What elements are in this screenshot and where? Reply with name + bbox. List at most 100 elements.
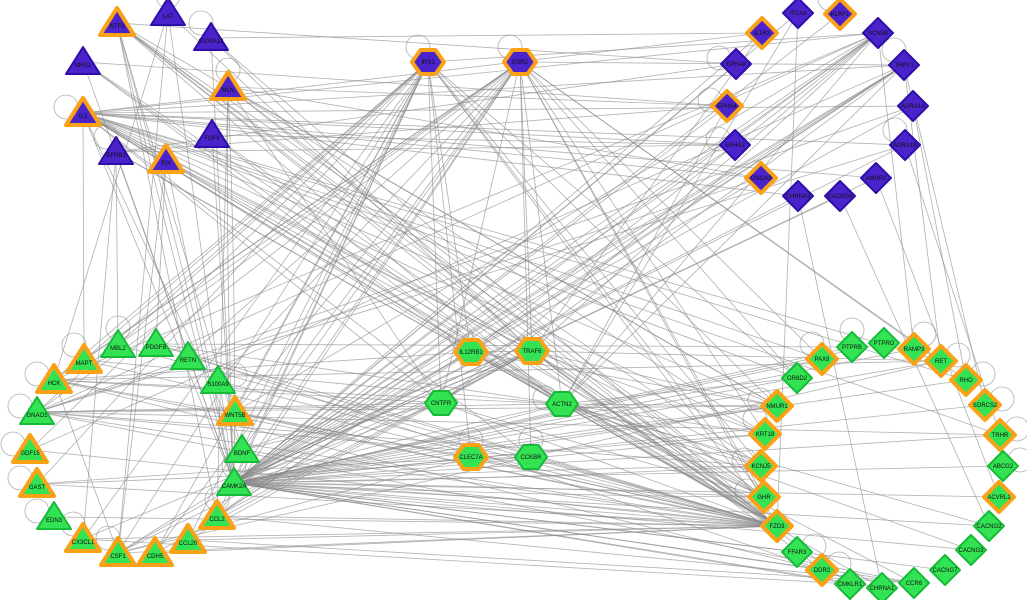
edge-GNAO1-NMUR1[interactable] <box>36 405 778 413</box>
node-FIX[interactable]: FIX <box>147 143 185 174</box>
edge-EDN3-FZD3[interactable] <box>53 516 778 527</box>
edge-ACTN2-MAPT[interactable] <box>83 359 563 405</box>
node-ADRA1B[interactable]: ADRA1B <box>889 129 921 161</box>
node-PAX8[interactable]: PAX8 <box>805 342 839 376</box>
edge-NTF3-EPHA8[interactable] <box>116 22 737 65</box>
edge-ESR2-CCL2[interactable] <box>216 61 521 517</box>
node-shape-triangle[interactable] <box>194 119 230 148</box>
edge-CAMK2A-RET[interactable] <box>233 360 942 484</box>
node-shape-triangle[interactable] <box>136 536 174 567</box>
edge-CAMK2A-RHO[interactable] <box>233 379 967 484</box>
node-shape-diamond[interactable] <box>973 510 1005 542</box>
edge-TRAF6-NMUR1[interactable] <box>531 350 778 407</box>
node-shape-hexagon[interactable] <box>453 443 489 471</box>
node-shape-diamond[interactable] <box>866 572 898 600</box>
edge-IL3-CHRNA3[interactable] <box>82 112 799 197</box>
node-KLRF1[interactable]: KLRF1 <box>823 0 857 31</box>
node-PTPRB[interactable]: PTPRB <box>836 331 868 363</box>
edge-ACTN2-HCK[interactable] <box>53 379 563 405</box>
node-shape-triangle[interactable] <box>169 523 207 554</box>
edge-MLN-GHR[interactable] <box>227 86 765 498</box>
node-shape-diamond[interactable] <box>898 567 930 599</box>
edge-TRPV1-GDF15[interactable] <box>29 64 905 451</box>
node-PDGFB[interactable]: PDGFB <box>138 328 174 357</box>
edge-CNTFR-GHR[interactable] <box>440 402 765 498</box>
edge-CLEC7A-CSF1[interactable] <box>117 456 472 554</box>
node-CACNG7[interactable]: CACNG7 <box>929 554 961 586</box>
edge-ESR2-GHR[interactable] <box>519 61 765 498</box>
node-shape-hexagon[interactable] <box>410 48 446 76</box>
edge-BDNF-FZD3[interactable] <box>241 449 778 527</box>
edge-MBL2-FZD3[interactable] <box>117 344 778 527</box>
node-PTPRO[interactable]: PTPRO <box>868 327 900 359</box>
node-shape-triangle[interactable] <box>11 433 49 464</box>
node-shape-diamond[interactable] <box>805 342 839 376</box>
edge-FGF8-EPHA3[interactable] <box>211 134 736 146</box>
edge-TRAF6-BDNF[interactable] <box>241 350 533 451</box>
edge-ITGA8-FZD3[interactable] <box>776 12 799 527</box>
node-shape-triangle[interactable] <box>36 501 72 530</box>
node-shape-triangle[interactable] <box>200 365 236 394</box>
node-shape-hexagon[interactable] <box>424 390 458 416</box>
edge-IL3-TRHR[interactable] <box>82 112 1001 436</box>
node-CSF1[interactable]: CSF1 <box>99 536 137 567</box>
edge-ITGA8-ACTN2[interactable] <box>561 12 799 405</box>
node-GDF15[interactable]: GDF15 <box>11 433 49 464</box>
edge-CSF1-FZD3[interactable] <box>117 525 778 554</box>
edge-HCK-CSF1[interactable] <box>53 379 119 554</box>
node-shape-diamond[interactable] <box>805 553 839 587</box>
edge-TRAF6-RET[interactable] <box>531 350 942 362</box>
node-shape-diamond[interactable] <box>968 388 1002 422</box>
node-shape-diamond[interactable] <box>823 0 857 31</box>
node-shape-triangle[interactable] <box>19 396 55 425</box>
node-shape-diamond[interactable] <box>862 17 894 49</box>
edge-SCN3B-WNT5B[interactable] <box>234 32 879 413</box>
edge-EPHA4-ACTN2[interactable] <box>561 105 728 405</box>
edge-TRPV1-CNTFR[interactable] <box>440 64 905 404</box>
node-EPHA3[interactable]: EPHA3 <box>719 129 751 161</box>
edge-IRS1-WNT5B[interactable] <box>234 61 429 413</box>
edge-EPHA8-CAMK2A[interactable] <box>233 63 737 484</box>
edge-IL3-CCKBR[interactable] <box>82 112 532 458</box>
node-CAMK2A[interactable]: CAMK2A <box>216 467 252 496</box>
node-CNGA3[interactable]: CNGA3 <box>744 161 778 195</box>
node-shape-triangle[interactable] <box>98 6 136 37</box>
edge-CAMK2A-KRT18[interactable] <box>233 433 766 484</box>
edge-ESR2-TRPV1[interactable] <box>519 61 905 66</box>
edge-ACTN2-CAMK2A[interactable] <box>233 403 563 484</box>
node-MLN[interactable]: MLN <box>209 70 247 101</box>
node-CCL2[interactable]: CCL2 <box>198 499 236 530</box>
edge-HCK-DDR2[interactable] <box>53 379 823 571</box>
edge-ACTN2-GNAO1[interactable] <box>36 403 563 413</box>
edge-CNTFR-FZD3[interactable] <box>440 402 778 527</box>
node-shape-diamond[interactable] <box>982 480 1016 514</box>
node-shape-triangle[interactable] <box>209 70 247 101</box>
edge-IRS1-CAMK2A[interactable] <box>233 61 429 484</box>
node-shape-diamond[interactable] <box>745 16 779 50</box>
node-ITGA8[interactable]: ITGA8 <box>782 0 814 29</box>
edge-S100A12-IL1R2[interactable] <box>210 32 763 39</box>
node-shape-diamond[interactable] <box>924 344 958 378</box>
node-shape-diamond[interactable] <box>744 449 778 483</box>
node-NMUR1[interactable]: NMUR1 <box>760 389 794 423</box>
node-RAMP3[interactable]: RAMP3 <box>897 332 931 366</box>
node-TRHR[interactable]: TRHR <box>983 418 1017 452</box>
node-MBL2[interactable]: MBL2 <box>100 329 136 358</box>
node-RET[interactable]: RET <box>924 344 958 378</box>
node-shape-triangle[interactable] <box>99 536 137 567</box>
node-CCR6[interactable]: CCR6 <box>898 567 930 599</box>
edge-NTF3-KCNJ5[interactable] <box>116 22 762 467</box>
edge-NTF3-ACTN2[interactable] <box>116 22 563 405</box>
node-shape-triangle[interactable] <box>64 522 102 553</box>
node-KRT18[interactable]: KRT18 <box>748 417 782 451</box>
node-RETN[interactable]: RETN <box>170 341 206 370</box>
edge-CAMK2A-DDR2[interactable] <box>233 482 823 571</box>
edge-CNGA3-GNAO1[interactable] <box>36 177 762 413</box>
node-shape-diamond[interactable] <box>744 161 778 195</box>
edge-SCN3B-CAMK2A[interactable] <box>233 32 879 484</box>
node-S100A9[interactable]: S100A9 <box>200 365 236 394</box>
edge-IL3-RET[interactable] <box>82 112 942 362</box>
node-FZD3[interactable]: FZD3 <box>760 509 794 543</box>
node-EDN3[interactable]: EDN3 <box>36 501 72 530</box>
node-NTF3[interactable]: NTF3 <box>98 6 136 37</box>
